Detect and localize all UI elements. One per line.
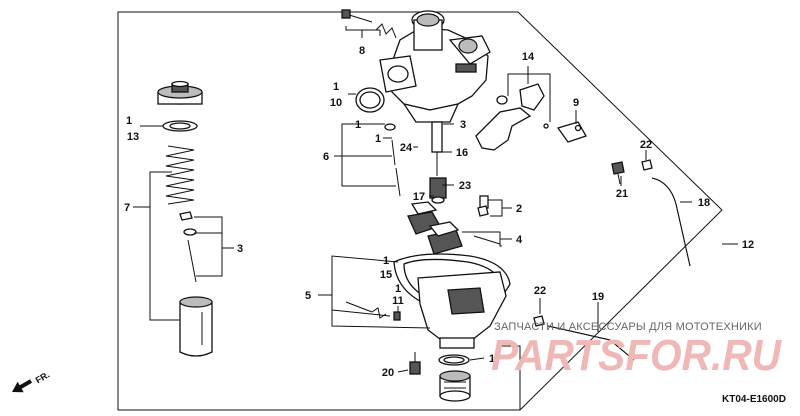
label-1-a: 1 [355, 119, 361, 131]
jet-needle [187, 239, 197, 283]
bolt-21 [611, 161, 625, 185]
label-1-10b: 10 [330, 97, 342, 109]
label-1-13b: 13 [127, 131, 139, 143]
float-pin [473, 235, 501, 245]
label-6: 6 [323, 151, 329, 163]
label-4: 4 [516, 234, 523, 246]
air-screw [345, 301, 401, 321]
drain-tube-19 [547, 325, 635, 361]
label-17: 17 [413, 191, 425, 203]
label-18: 18 [698, 197, 710, 209]
label-24: 24 [400, 142, 413, 154]
part-labels: 1 13 7 3 8 1 10 3 1 1 6 24 16 17 23 2 4 … [124, 45, 754, 379]
label-1-b: 1 [375, 133, 381, 145]
float-valve [477, 195, 489, 217]
label-2: 2 [516, 203, 522, 215]
label-12: 12 [742, 239, 754, 251]
choke-lever [475, 83, 549, 151]
oring-10 [355, 87, 385, 113]
clip-22-bottom [533, 315, 545, 327]
label-9: 9 [573, 97, 579, 109]
label-1-bottom: 1 [489, 353, 495, 365]
pilot-jet [384, 123, 401, 197]
label-1-15a: 1 [383, 255, 389, 267]
label-1-11a: 1 [395, 283, 401, 295]
label-20: 20 [382, 367, 394, 379]
diagram-code: KT04-E1600D [722, 394, 786, 405]
throttle-stop-screw [341, 9, 397, 39]
front-label: FR. [34, 369, 52, 385]
watermark-caption: ЗАПЧАСТИ И АКСЕССУАРЫ ДЛЯ МОТОТЕХНИКИ [494, 321, 762, 333]
label-21: 21 [616, 188, 628, 200]
cap-gasket [162, 120, 198, 132]
drain-plug [439, 370, 471, 402]
label-1-15b: 15 [380, 269, 392, 281]
label-16: 16 [456, 147, 468, 159]
drain-oring [438, 354, 470, 366]
label-1-10a: 1 [333, 81, 339, 93]
front-direction-indicator: FR. [12, 369, 52, 393]
label-19: 19 [592, 291, 604, 303]
label-5: 5 [305, 290, 311, 302]
bolt-20 [409, 352, 421, 375]
label-23: 23 [459, 180, 471, 192]
label-3-mid: 3 [460, 119, 466, 131]
leader-lines [133, 26, 738, 410]
carburetor-body [379, 10, 491, 123]
label-1-11b: 11 [392, 295, 404, 307]
needle-jet-holder [429, 121, 447, 204]
float-chamber [417, 271, 507, 349]
watermark-brand: PARTSFOR.RU [491, 331, 782, 380]
vent-tube-18 [651, 177, 691, 267]
float [407, 201, 463, 255]
label-14: 14 [522, 51, 535, 63]
label-3-left: 3 [237, 243, 243, 255]
throttle-slide [179, 296, 213, 357]
label-22-top: 22 [640, 139, 652, 151]
choke-plate [556, 121, 587, 143]
label-22-bottom: 22 [534, 285, 546, 297]
clip-22-top [641, 159, 653, 171]
label-1-13a: 1 [126, 115, 132, 127]
throttle-spring [165, 145, 195, 205]
arrow-left-down-icon [12, 379, 33, 393]
watermark: ЗАПЧАСТИ И АКСЕССУАРЫ ДЛЯ МОТОТЕХНИКИ PA… [491, 321, 782, 380]
throttle-cap [157, 80, 203, 105]
label-8: 8 [359, 45, 365, 57]
needle-clip [179, 211, 197, 236]
label-7: 7 [124, 202, 130, 214]
